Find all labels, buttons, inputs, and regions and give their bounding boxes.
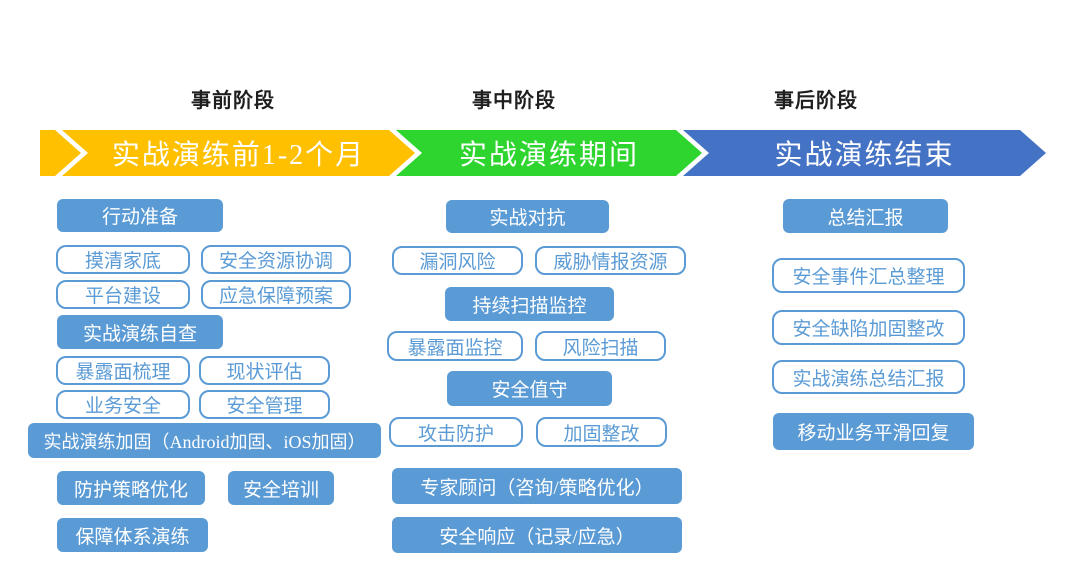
box-drill-self-check: 实战演练自查: [57, 315, 223, 349]
box-summary-report: 总结汇报: [783, 199, 948, 233]
box-emergency-support-plan: 应急保障预案: [201, 280, 351, 309]
box-threat-intel-resources: 威胁情报资源: [535, 246, 686, 275]
phase-header-pre: 事前阶段: [191, 90, 275, 112]
box-live-confrontation: 实战对抗: [446, 200, 609, 233]
box-exposure-surface-sorting: 暴露面梳理: [56, 356, 190, 385]
box-security-resource-coordination: 安全资源协调: [201, 245, 351, 274]
box-support-system-drill: 保障体系演练: [57, 518, 208, 552]
banner-label-pre: 实战演练前1-2个月: [111, 140, 366, 171]
phase-header-post: 事后阶段: [774, 90, 858, 112]
phase-arrow-banner: [40, 130, 1046, 176]
arrow-post-phase: [683, 130, 1046, 176]
box-vulnerability-risk: 漏洞风险: [392, 246, 523, 275]
box-continuous-scan-monitoring: 持续扫描监控: [445, 287, 614, 321]
box-security-management: 安全管理: [199, 390, 330, 419]
box-action-preparation: 行动准备: [57, 199, 223, 232]
box-protection-strategy-optimization: 防护策略优化: [57, 471, 205, 505]
banner-label-during: 实战演练期间: [458, 140, 639, 171]
box-security-response: 安全响应（记录/应急）: [392, 517, 682, 553]
box-business-security: 业务安全: [56, 390, 190, 419]
box-security-duty: 安全值守: [447, 371, 612, 406]
box-platform-construction: 平台建设: [56, 280, 190, 309]
box-drill-hardening: 实战演练加固（Android加固、iOS加固）: [28, 423, 381, 458]
box-asset-inventory: 摸清家底: [56, 245, 190, 274]
box-security-defect-hardening: 安全缺陷加固整改: [772, 310, 965, 345]
phase-header-during: 事中阶段: [472, 90, 556, 112]
box-security-incident-compilation: 安全事件汇总整理: [772, 258, 965, 293]
arrow-start-marker: [40, 130, 81, 176]
box-exposure-surface-monitoring: 暴露面监控: [387, 331, 523, 361]
box-attack-protection: 攻击防护: [389, 417, 523, 447]
box-status-assessment: 现状评估: [199, 356, 330, 385]
box-mobile-business-smooth-recovery: 移动业务平滑回复: [773, 413, 974, 450]
banner-label-post: 实战演练结束: [774, 140, 955, 171]
arrow-pre-phase: [62, 130, 415, 176]
arrow-during-phase: [396, 130, 702, 176]
box-security-training: 安全培训: [228, 471, 334, 505]
box-expert-consultant: 专家顾问（咨询/策略优化）: [392, 468, 682, 504]
box-risk-scanning: 风险扫描: [535, 331, 666, 361]
box-hardening-rectification: 加固整改: [536, 417, 667, 447]
box-drill-summary-report: 实战演练总结汇报: [772, 360, 965, 394]
